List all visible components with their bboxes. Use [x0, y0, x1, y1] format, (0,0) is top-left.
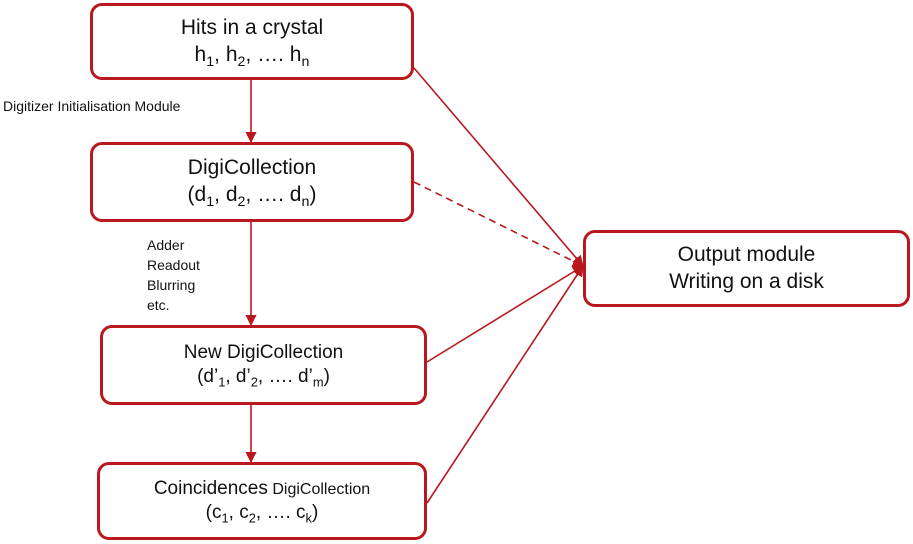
- formula-subscript: n: [301, 193, 310, 210]
- formula-subscript: 1: [206, 53, 215, 70]
- formula-subscript: 2: [250, 374, 258, 390]
- formula-text: , h: [214, 42, 238, 66]
- formula-subscript: 1: [206, 193, 215, 210]
- hits-node: Hits in a crystal h1, h2, …. hn: [90, 3, 414, 80]
- processor-label-blurring: Blurring: [147, 277, 196, 293]
- formula-subscript: 2: [248, 510, 256, 526]
- formula-text: h: [194, 42, 207, 66]
- formula-text: , …. d’: [257, 366, 313, 387]
- formula-subscript: 2: [237, 53, 246, 70]
- processor-label-adder: Adder: [147, 237, 185, 253]
- new-digicollection-node-title: New DigiCollection: [183, 341, 344, 363]
- new-digicollection-node-formula: (d’1, d’2, …. d’m): [197, 365, 330, 389]
- output-module-subtitle: Writing on a disk: [669, 269, 824, 293]
- formula-subscript: 2: [237, 193, 246, 210]
- formula-text: (d: [187, 183, 207, 206]
- output-module-node: Output module Writing on a disk: [583, 230, 910, 307]
- arrow-digicollection-to-output-dashed: [413, 181, 585, 267]
- coincidences-node-formula: (c1, c2, …. ck): [206, 501, 319, 525]
- formula-subscript: n: [301, 53, 310, 70]
- formula-text: (d’: [197, 366, 219, 387]
- new-digicollection-node: New DigiCollection (d’1, d’2, …. d’m): [100, 325, 427, 405]
- coincidences-node-title: Coincidences DigiCollection: [154, 477, 370, 501]
- arrow-new-digicollection-to-output: [426, 265, 584, 363]
- formula-subscript: m: [312, 374, 324, 390]
- formula-text: ): [309, 183, 317, 206]
- initialisation-module-label: Digitizer Initialisation Module: [3, 98, 181, 114]
- processor-label-readout: Readout: [147, 257, 200, 273]
- output-module-title: Output module: [677, 242, 816, 266]
- coincidences-node-title-main: Coincidences: [153, 477, 268, 499]
- processor-label-etc: etc.: [147, 297, 170, 313]
- formula-text: , …. h: [245, 42, 302, 66]
- arrow-hits-to-output: [413, 67, 584, 267]
- arrow-coincidences-to-output: [426, 265, 584, 504]
- formula-subscript: 1: [221, 510, 229, 526]
- hits-node-formula: h1, h2, …. hn: [195, 42, 310, 69]
- digicollection-node-title: DigiCollection: [187, 156, 317, 180]
- formula-text: , d: [214, 183, 238, 206]
- digicollection-node: DigiCollection (d1, d2, …. dn): [90, 142, 414, 222]
- formula-text: (c: [205, 502, 222, 523]
- formula-text: , c: [228, 502, 249, 523]
- coincidences-node: Coincidences DigiCollection (c1, c2, …. …: [97, 462, 427, 540]
- formula-text: ): [323, 366, 330, 387]
- formula-text: , …. c: [255, 502, 306, 523]
- formula-text: , …. d: [245, 183, 302, 206]
- digicollection-node-formula: (d1, d2, …. dn): [188, 182, 317, 209]
- formula-text: , d’: [225, 366, 251, 387]
- formula-subscript: 1: [218, 374, 226, 390]
- hits-node-title: Hits in a crystal: [180, 15, 324, 39]
- formula-text: ): [312, 502, 319, 523]
- coincidences-node-title-small: DigiCollection: [272, 480, 371, 498]
- formula-subscript: k: [305, 510, 312, 526]
